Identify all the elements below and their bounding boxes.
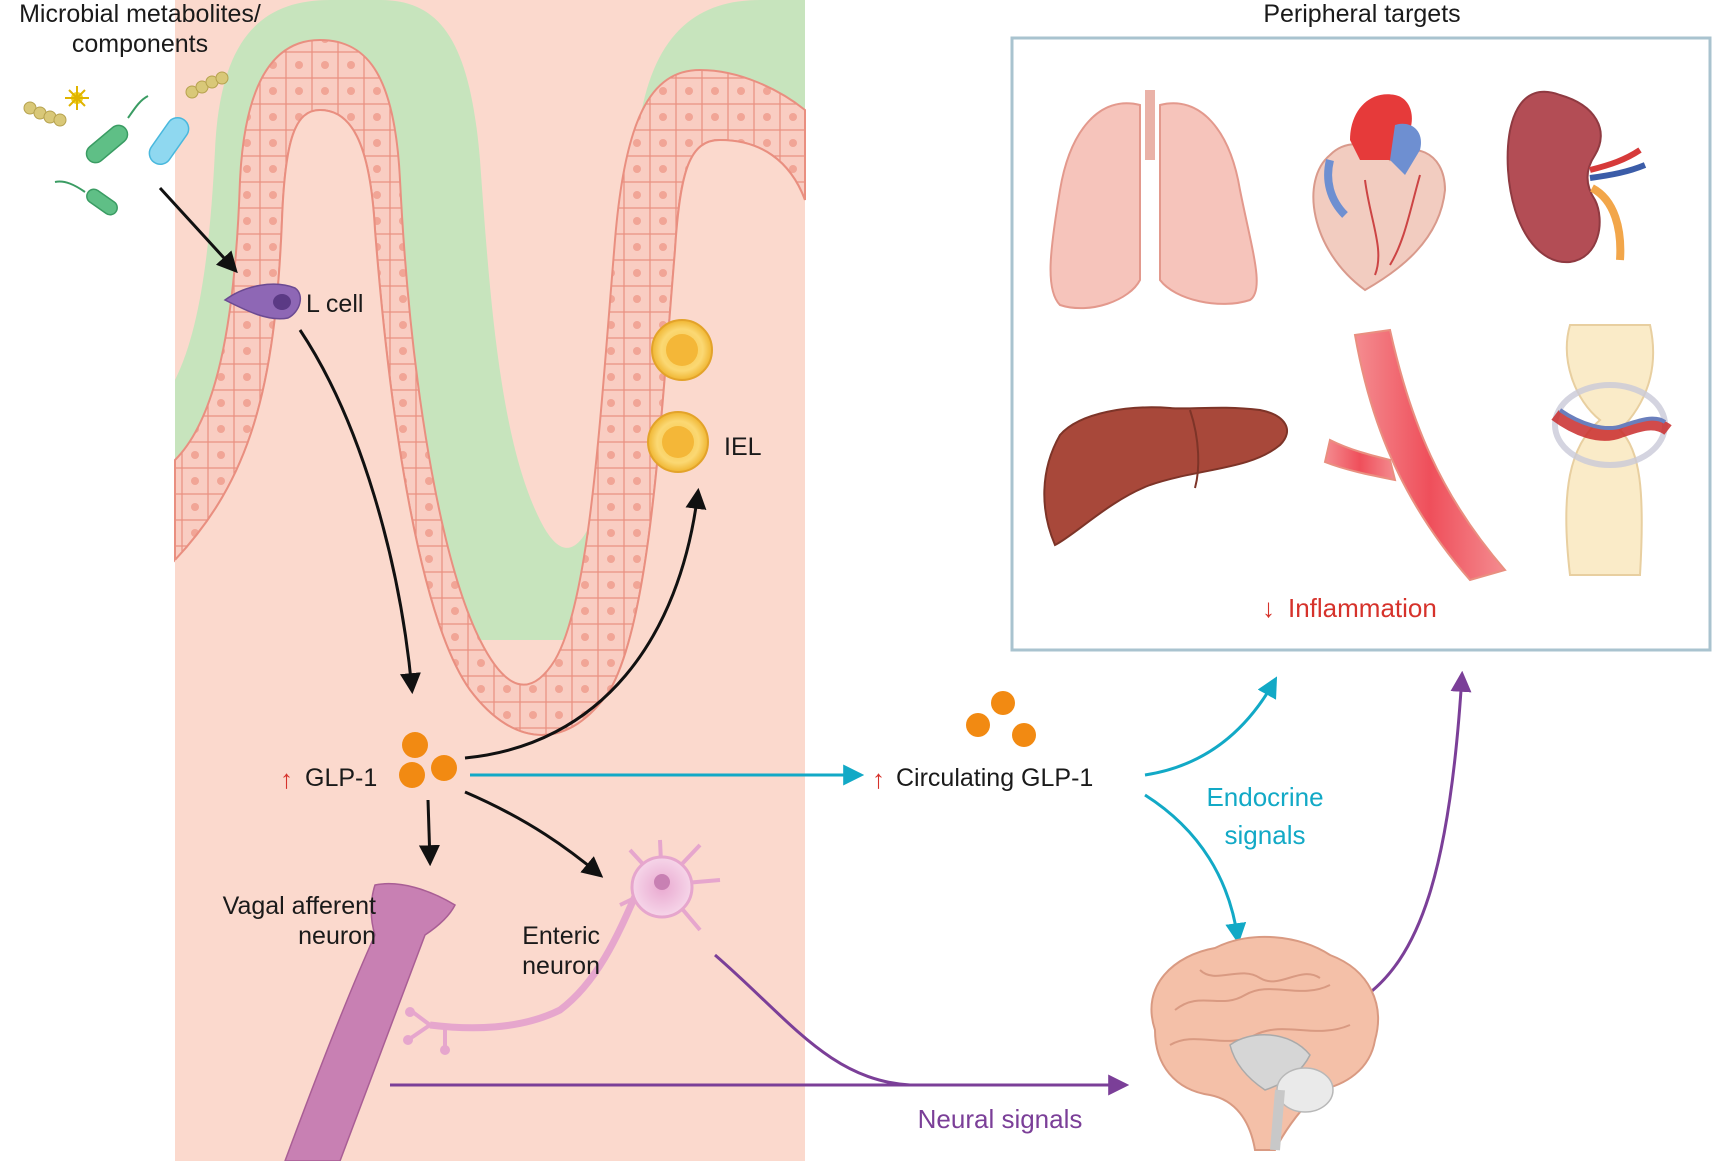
arrow-glp1-to-iel xyxy=(464,487,707,760)
arrow-glp1-to-vagal xyxy=(418,799,440,867)
arrow-circulation-to-targets xyxy=(1144,676,1278,777)
blood-vessel-icon xyxy=(1323,328,1507,582)
enteric-neuron xyxy=(403,839,721,1055)
liver-icon xyxy=(1043,406,1289,547)
endocrine-arrows xyxy=(470,676,1278,945)
epithelium-basal-edge xyxy=(174,108,806,736)
brain-icon xyxy=(1150,935,1379,1151)
arrow-enteric-to-brain xyxy=(714,953,911,1087)
enteric-label-line1: Enteric xyxy=(522,922,600,950)
circulating-glp1-particles xyxy=(966,691,1036,747)
microbial-label-line2: components xyxy=(72,30,208,58)
circulating-glp1-label: Circulating GLP-1 xyxy=(896,764,1093,792)
circulating-up-arrow-icon: ↑ xyxy=(872,764,885,794)
lungs-icon xyxy=(1049,90,1258,310)
vagal-label-line2: neuron xyxy=(298,922,376,950)
l-cell xyxy=(223,283,302,320)
glp1-label: GLP-1 xyxy=(305,764,377,792)
neural-arrows xyxy=(390,670,1472,1096)
arrow-glp1-to-enteric xyxy=(464,790,604,878)
peripheral-targets-title: Peripheral targets xyxy=(1263,0,1460,28)
inflammation-label: Inflammation xyxy=(1288,593,1437,623)
iel-label: IEL xyxy=(724,433,762,461)
vagal-label-line1: Vagal afferent xyxy=(223,892,376,920)
arrow-lcell-to-glp1 xyxy=(298,329,421,695)
glp1-particles xyxy=(399,732,457,788)
arrow-microbes-to-lcell xyxy=(158,186,238,274)
glp1-up-arrow-icon: ↑ xyxy=(280,764,293,794)
neural-signals-label: Neural signals xyxy=(918,1104,1083,1134)
joint-icon xyxy=(1551,324,1672,576)
gut-signaling-arrows xyxy=(158,186,707,878)
heart-icon xyxy=(1312,94,1447,292)
microbial-label-line1: Microbial metabolites/ xyxy=(19,0,261,28)
arrow-circulation-to-brain xyxy=(1144,793,1247,945)
intestine-panel xyxy=(174,0,806,1161)
sun-bacterium xyxy=(65,86,89,110)
microbes-icon xyxy=(23,71,229,216)
inflammation-down-arrow-icon: ↓ xyxy=(1262,593,1275,623)
endocrine-label-line2: signals xyxy=(1225,820,1306,850)
l-cell-label: L cell xyxy=(306,290,363,318)
iel-cells xyxy=(647,319,713,473)
kidney-icon xyxy=(1506,90,1647,264)
enteric-label-line2: neuron xyxy=(522,952,600,980)
endocrine-label-line1: Endocrine xyxy=(1206,782,1323,812)
arrow-brain-to-targets xyxy=(1359,670,1472,1002)
vagal-afferent-neuron xyxy=(284,882,456,1161)
